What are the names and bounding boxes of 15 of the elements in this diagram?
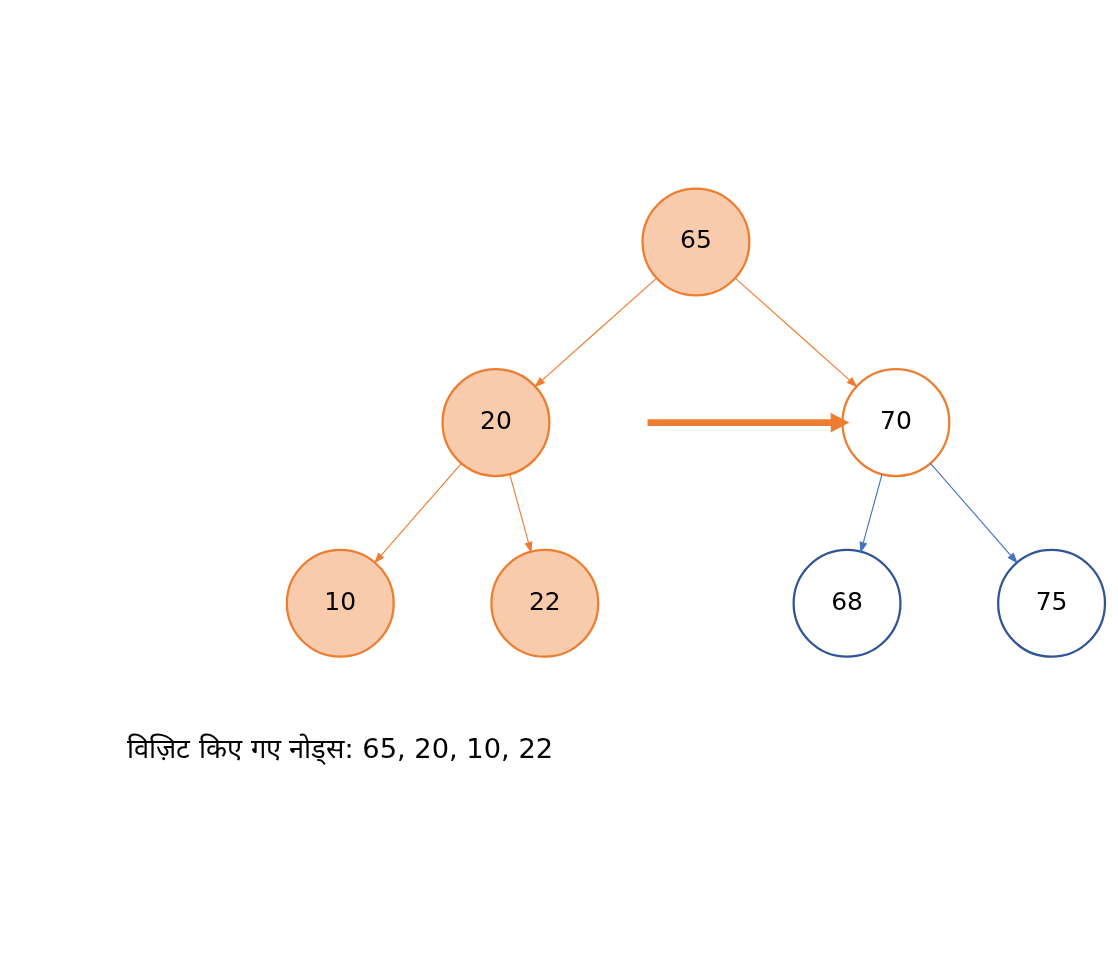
node-circle: 10 <box>285 548 395 658</box>
arrow <box>734 277 858 388</box>
arrow <box>509 473 533 554</box>
arrow <box>534 277 657 388</box>
node-circle: 75 <box>997 548 1107 658</box>
label: विज़िट किए गए नोड्स: 65, 20, 10, 22 <box>127 733 554 765</box>
arrow <box>929 462 1018 564</box>
arrow <box>647 412 850 433</box>
node-circle: 70 <box>841 368 951 478</box>
arrow <box>859 473 883 554</box>
arrow <box>373 462 462 564</box>
node-circle: 22 <box>490 548 600 658</box>
node-circle: 68 <box>792 548 902 658</box>
node-circle: 20 <box>441 368 551 478</box>
node-circle: 65 <box>641 187 751 297</box>
